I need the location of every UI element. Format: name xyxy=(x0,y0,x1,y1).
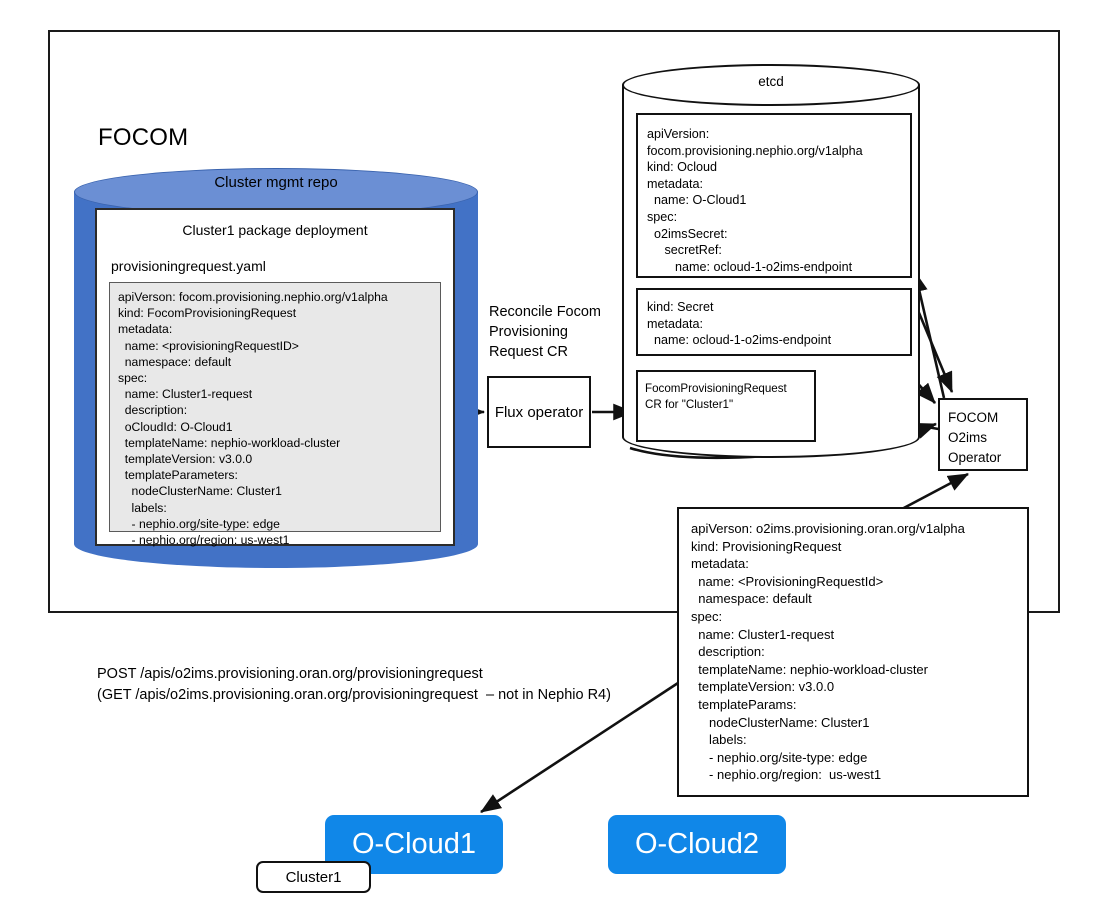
etcd-cylinder-top xyxy=(622,64,920,106)
focom-o2ims-operator-box: FOCOM O2ims Operator xyxy=(938,398,1028,471)
ocloud2-box: O-Cloud2 xyxy=(608,815,786,874)
o2ims-provisioningrequest-yaml-box: apiVerson: o2ims.provisioning.oran.org/v… xyxy=(677,507,1029,797)
secret-cr-box: kind: Secret metadata: name: ocloud-1-o2… xyxy=(636,288,912,356)
api-endpoint-text: POST /apis/o2ims.provisioning.oran.org/p… xyxy=(97,666,611,703)
cluster1-tag: Cluster1 xyxy=(256,861,371,893)
flux-operator-box: Flux operator xyxy=(487,376,591,448)
ocloud-cr-box: apiVersion: focom.provisioning.nephio.or… xyxy=(636,113,912,278)
focom-provisioningrequest-yaml-panel: apiVerson: focom.provisioning.nephio.org… xyxy=(109,282,441,547)
diagram-outer-frame xyxy=(48,30,1060,613)
focom-provisioningrequest-cr-box: FocomProvisioningRequest CR for "Cluster… xyxy=(636,370,816,442)
etcd-label: etcd xyxy=(758,74,784,89)
repo-cylinder-label: Cluster mgmt repo xyxy=(214,174,338,191)
provisioningrequest-yaml-filename: provisioningrequest.yaml xyxy=(111,258,266,274)
cluster1-package-deployment-box: Cluster1 package deployment provisioning… xyxy=(95,208,455,547)
reconcile-focom-provisioning-request-cr-label: Reconcile Focom Provisioning Request CR xyxy=(489,304,602,360)
focom-title: FOCOM xyxy=(98,124,189,151)
package-deployment-title: Cluster1 package deployment xyxy=(182,222,368,238)
